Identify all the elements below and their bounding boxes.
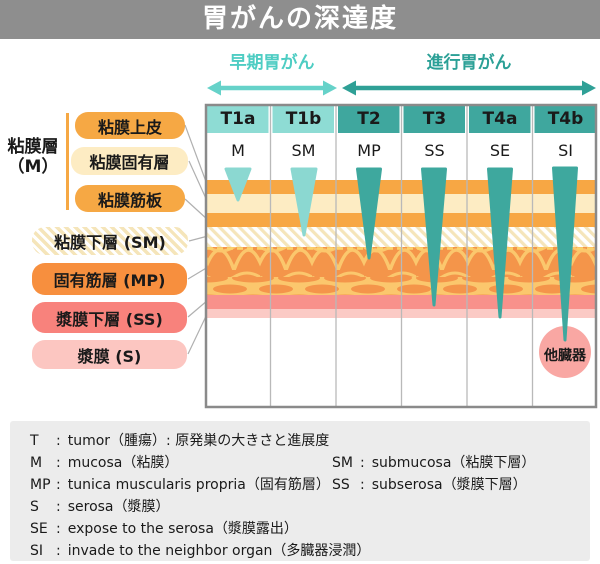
stage-header-t4a: T4a <box>482 109 518 129</box>
legend-def: mucosa（粘膜） <box>67 455 179 471</box>
legend-def: submucosa（粘膜下層） <box>371 455 536 471</box>
stage-cell-t3 <box>403 105 465 133</box>
legend-abbr: MP <box>30 477 51 493</box>
stage-header-t3: T3 <box>422 109 447 129</box>
depth-label-mp: MP <box>357 141 381 160</box>
stage-header-t1b: T1b <box>285 109 322 129</box>
stage-cell-t2 <box>338 105 400 133</box>
advanced-cancer-label: 進行胃がん <box>426 53 512 73</box>
legend-abbr: SE <box>30 521 48 537</box>
legend-abbr: SI <box>30 543 44 559</box>
legend-colon: : <box>56 477 61 493</box>
legend-def: subserosa（漿膜下層） <box>371 477 527 493</box>
legend-abbr: SM <box>332 455 353 471</box>
legend-item-si: SI: invade to the neighbor organ（多臓器浸潤） <box>30 540 370 562</box>
depth-label-sm: SM <box>291 141 316 160</box>
legend-colon: : <box>360 455 365 471</box>
stage-header-t4b: T4b <box>547 109 584 129</box>
stage-header-t2: T2 <box>357 109 381 129</box>
label-box-serosa: 漿膜 (S) <box>32 340 187 369</box>
early-cancer-range-arrow <box>207 80 337 96</box>
grid-column-lines <box>269 105 534 407</box>
other-organ-circle <box>539 326 591 378</box>
depth-label-m: M <box>231 141 245 160</box>
legend-colon: : <box>360 477 365 493</box>
mucosa-group-label: 粘膜層 （M） <box>2 137 64 177</box>
depth-label-se: SE <box>489 141 511 160</box>
label-box-subserosa: 漿膜下層 (SS) <box>32 302 187 333</box>
page-title: 胃がんの深達度 <box>0 0 600 39</box>
early-cancer-label: 早期胃がん <box>229 53 315 73</box>
stage-header-t1a: T1a <box>220 109 256 129</box>
legend-item-t: T: tumor（腫瘍）: 原発巣の大きさと進展度 <box>30 430 329 452</box>
mucosa-group-bracket <box>66 113 69 210</box>
stage-cell-t4a <box>469 105 531 133</box>
legend-colon: : <box>56 521 61 537</box>
tumor-depth-triangle-t1a <box>224 167 252 202</box>
stage-cell-t4b <box>534 105 596 133</box>
legend-item-mp: MP: tunica muscularis propria（固有筋層） <box>30 474 330 496</box>
legend-item-s: S: serosa（漿膜） <box>30 496 170 518</box>
advanced-cancer-range-arrow <box>342 80 596 96</box>
legend-def: invade to the neighbor organ（多臓器浸潤） <box>67 543 371 559</box>
legend-item-ss: SS: subserosa（漿膜下層） <box>332 474 527 496</box>
legend-abbr: T <box>30 433 39 449</box>
depth-label-ss: SS <box>424 141 445 160</box>
grid-outer-border <box>204 103 598 409</box>
legend-item-se: SE: expose to the serosa（漿膜露出） <box>30 518 298 540</box>
label-box-muscularis-propria: 固有筋層 (MP) <box>32 263 187 295</box>
tumor-depth-triangle-t3 <box>421 167 447 307</box>
label-box-lamina-propria: 粘膜固有層 <box>71 147 188 175</box>
legend-item-m: M: mucosa（粘膜） <box>30 452 178 474</box>
legend-item-sm: SM: submucosa（粘膜下層） <box>332 452 535 474</box>
legend-abbr: S <box>30 499 39 515</box>
tumor-depth-triangle-t4a <box>487 167 513 319</box>
legend-colon: : <box>56 455 61 471</box>
legend-def: tunica muscularis propria（固有筋層） <box>67 477 330 493</box>
label-box-mucosal-epithelium: 粘膜上皮 <box>75 112 185 139</box>
stage-cell-t1b <box>272 105 334 133</box>
tumor-depth-triangle-t2 <box>356 167 382 260</box>
legend-colon: : <box>56 543 61 559</box>
legend-colon: : <box>56 499 61 515</box>
legend-abbr: M <box>30 455 43 471</box>
label-box-muscularis-mucosae: 粘膜筋板 <box>75 185 185 212</box>
mucosa-group-line2: （M） <box>7 157 59 177</box>
tumor-depth-triangle-t1b <box>290 167 318 237</box>
legend-colon: : <box>56 433 61 449</box>
other-organ-label: 他臓器 <box>544 348 586 364</box>
legend-abbr: SS <box>332 477 350 493</box>
mucosa-group-line1: 粘膜層 <box>7 137 59 157</box>
stage-cell-t1a <box>207 105 269 133</box>
label-box-submucosa: 粘膜下層 (SM) <box>32 227 188 255</box>
legend-panel <box>10 421 590 561</box>
legend-def: expose to the serosa（漿膜露出） <box>67 521 298 537</box>
legend-def: serosa（漿膜） <box>67 499 170 515</box>
legend-def: tumor（腫瘍）: 原発巣の大きさと進展度 <box>67 433 330 449</box>
depth-label-si: SI <box>558 141 573 160</box>
tumor-depth-triangle-t4b <box>552 166 578 342</box>
